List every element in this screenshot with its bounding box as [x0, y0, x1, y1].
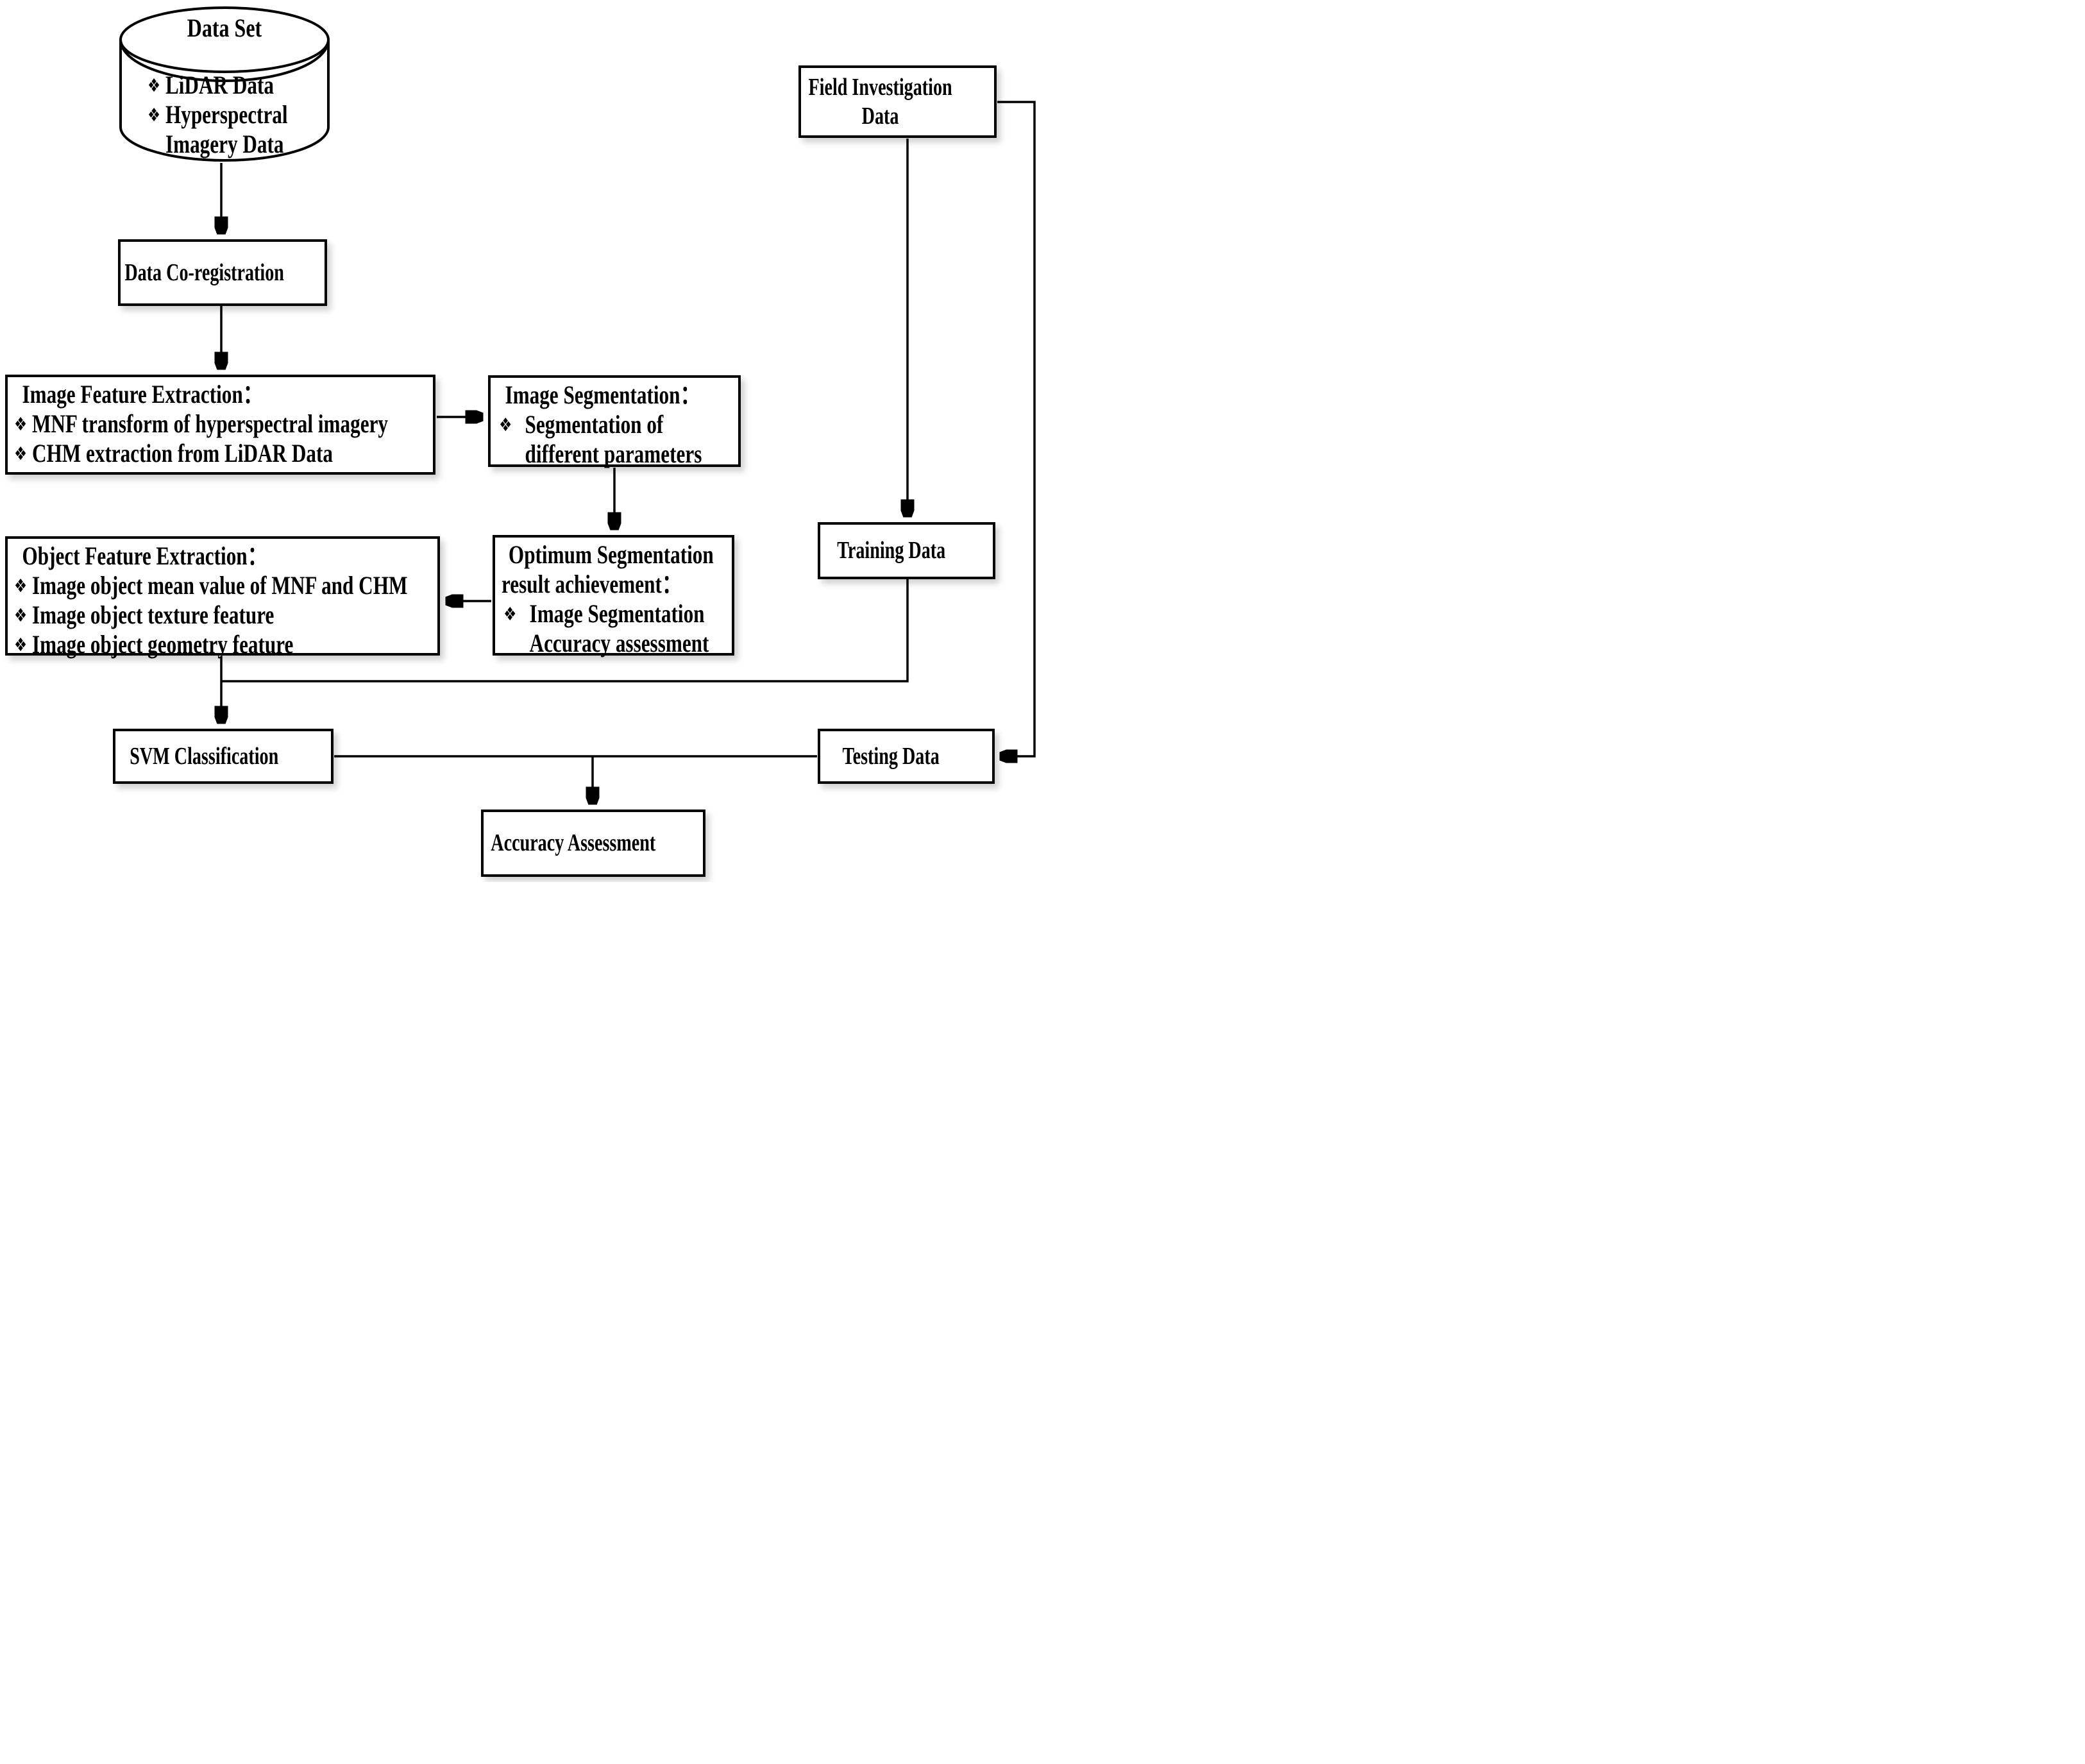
node-data-coregistration: Data Co-registration	[118, 239, 327, 306]
node-title: Optimum Segmentation result achievement：	[502, 540, 714, 598]
diamond-bullet-icon: ❖	[14, 575, 28, 597]
list-item: ❖ CHM extraction from LiDAR Data	[14, 439, 333, 468]
node-label: Training Data	[836, 537, 945, 564]
diamond-bullet-icon: ❖	[14, 443, 28, 464]
node-dataset: Data Set ❖ LiDAR Data ❖ Hyperspectral Im…	[118, 5, 331, 163]
connector-field-to-testing	[997, 101, 1036, 756]
diamond-bullet-icon: ❖	[14, 413, 28, 435]
node-items: ❖ Image Segmentation Accuracy assessment	[502, 599, 731, 658]
node-training-data: Training Data	[818, 522, 995, 579]
list-item: ❖ MNF transform of hyperspectral imagery	[14, 409, 389, 438]
list-item: ❖ Segmentation of different parameters	[499, 410, 702, 468]
diamond-bullet-icon: ❖	[499, 414, 512, 436]
node-label: Field Investigation Data	[808, 73, 952, 130]
connector-training-to-junction	[221, 579, 909, 683]
node-image-feature-extraction: Image Feature Extraction： ❖ MNF transfor…	[5, 375, 435, 475]
node-items: ❖ Image object mean value of MNF and CHM…	[14, 571, 437, 659]
node-items: ❖ Segmentation of different parameters	[497, 410, 738, 469]
node-field-investigation-data: Field Investigation Data	[798, 65, 997, 138]
list-item: ❖ Image object texture feature	[14, 600, 274, 629]
dataset-title: Data Set	[187, 13, 262, 42]
node-object-feature-extraction: Object Feature Extraction： ❖ Image objec…	[5, 536, 440, 659]
list-item: ❖ Image object mean value of MNF and CHM	[14, 571, 408, 600]
diamond-bullet-icon: ❖	[148, 74, 161, 96]
node-title: Image Feature Extraction：	[22, 380, 263, 409]
flowchart-canvas: Data Set ❖ LiDAR Data ❖ Hyperspectral Im…	[0, 0, 1043, 882]
list-item: ❖ Hyperspectral Imagery Data	[148, 100, 288, 158]
node-label: Accuracy Assessment	[491, 829, 656, 857]
dataset-items: ❖ LiDAR Data ❖ Hyperspectral Imagery Dat…	[148, 71, 355, 159]
node-label: Data Co-registration	[124, 259, 284, 286]
node-label: SVM Classification	[129, 742, 278, 770]
diamond-bullet-icon: ❖	[14, 604, 28, 626]
list-item: ❖ LiDAR Data	[148, 71, 274, 99]
node-svm-classification: SVM Classification	[113, 729, 333, 784]
node-testing-data: Testing Data	[818, 729, 995, 784]
list-item: ❖ Image object geometry feature	[14, 630, 294, 659]
node-title: Image Segmentation：	[505, 380, 700, 409]
list-item: ❖ Image Segmentation Accuracy assessment	[503, 599, 709, 657]
diamond-bullet-icon: ❖	[14, 634, 28, 656]
cylinder-shape	[119, 6, 330, 162]
node-label: Testing Data	[842, 742, 940, 770]
flow-connectors	[0, 101, 1036, 882]
node-items: ❖ MNF transform of hyperspectral imagery…	[14, 409, 432, 468]
node-image-segmentation: Image Segmentation： ❖ Segmentation of di…	[488, 375, 741, 469]
node-optimum-segmentation: Optimum Segmentation result achievement：…	[493, 535, 734, 658]
diamond-bullet-icon: ❖	[503, 603, 517, 625]
node-accuracy-assessment: Accuracy Assessment	[481, 810, 705, 877]
node-title: Object Feature Extraction：	[22, 541, 267, 570]
diamond-bullet-icon: ❖	[148, 104, 161, 126]
